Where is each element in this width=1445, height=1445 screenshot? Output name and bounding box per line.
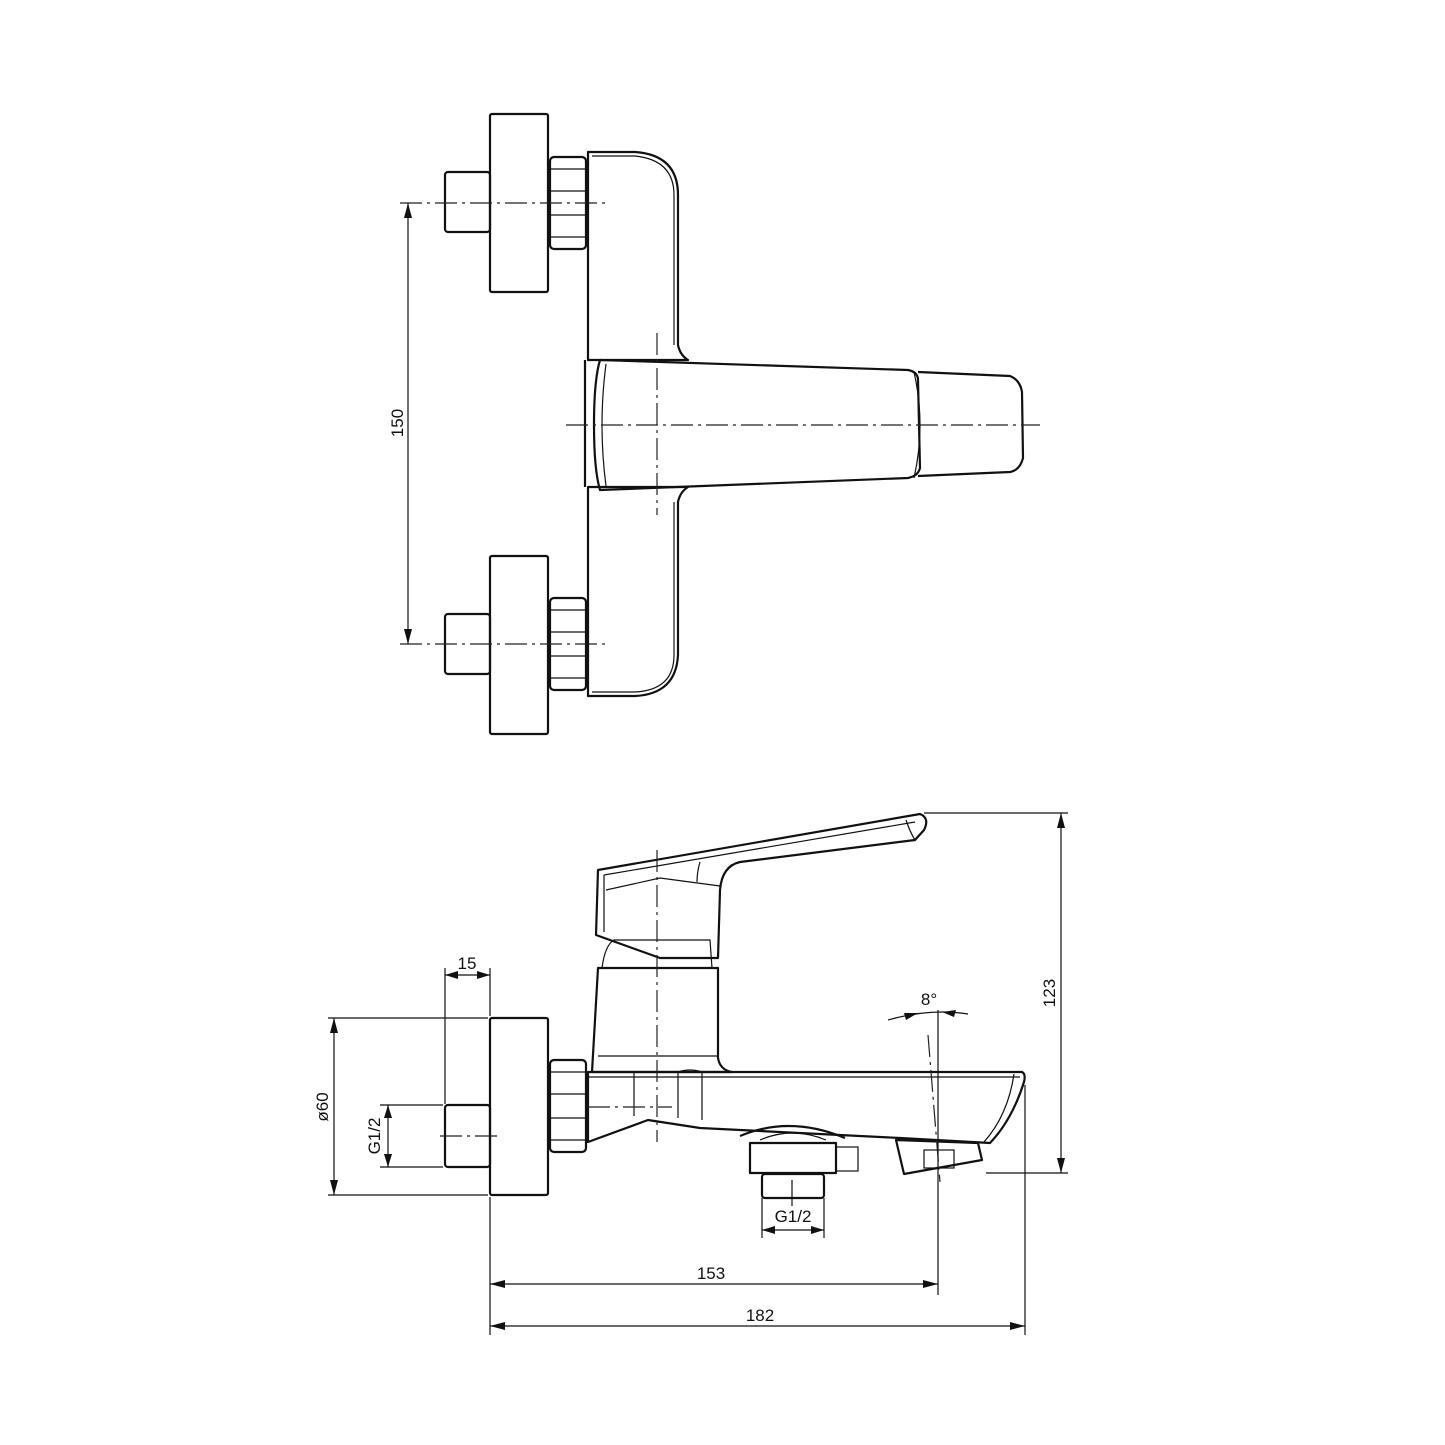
dimension-inlet-spacing: 150 <box>388 203 412 644</box>
dimension-spout-angle: 8° <box>887 990 969 1295</box>
dimension-label-8-degrees: 8° <box>921 990 937 1009</box>
dimension-label-123: 123 <box>1040 979 1059 1007</box>
dimension-label-inlet-g12: G1/2 <box>365 1118 384 1155</box>
lever-side <box>594 812 928 960</box>
dimension-label-15: 15 <box>458 954 477 973</box>
dimension-inlet-thread: G1/2 <box>365 1104 443 1168</box>
body-lower <box>586 485 690 698</box>
dimension-total-height: 123 <box>924 812 1068 1174</box>
side-view: 15 ø60 G1/2 G1/2 <box>313 812 1068 1335</box>
dimension-flange-depth: 15 <box>444 954 491 1104</box>
dimension-label-outlet-g12: G1/2 <box>775 1207 812 1226</box>
spout <box>586 1069 1026 1145</box>
dimension-flange-diameter: ø60 <box>313 1017 488 1196</box>
dimension-label-diameter-60: ø60 <box>313 1092 332 1121</box>
connection-nut <box>548 1058 588 1154</box>
diverter-outlet <box>739 1124 859 1206</box>
bottom-inlet-assembly <box>400 554 606 736</box>
dimension-total-depth: 182 <box>490 1085 1026 1335</box>
wall-flange <box>488 1016 550 1197</box>
body-upper <box>586 150 690 362</box>
dimension-spout-reach: 153 <box>489 1197 938 1335</box>
top-inlet-assembly <box>400 112 606 294</box>
dimension-outlet-thread: G1/2 <box>761 1198 825 1238</box>
dimension-label-182: 182 <box>746 1306 774 1325</box>
front-view: 150 <box>388 112 1040 736</box>
dimension-label-153: 153 <box>697 1264 725 1283</box>
dimension-label-150: 150 <box>388 409 407 437</box>
